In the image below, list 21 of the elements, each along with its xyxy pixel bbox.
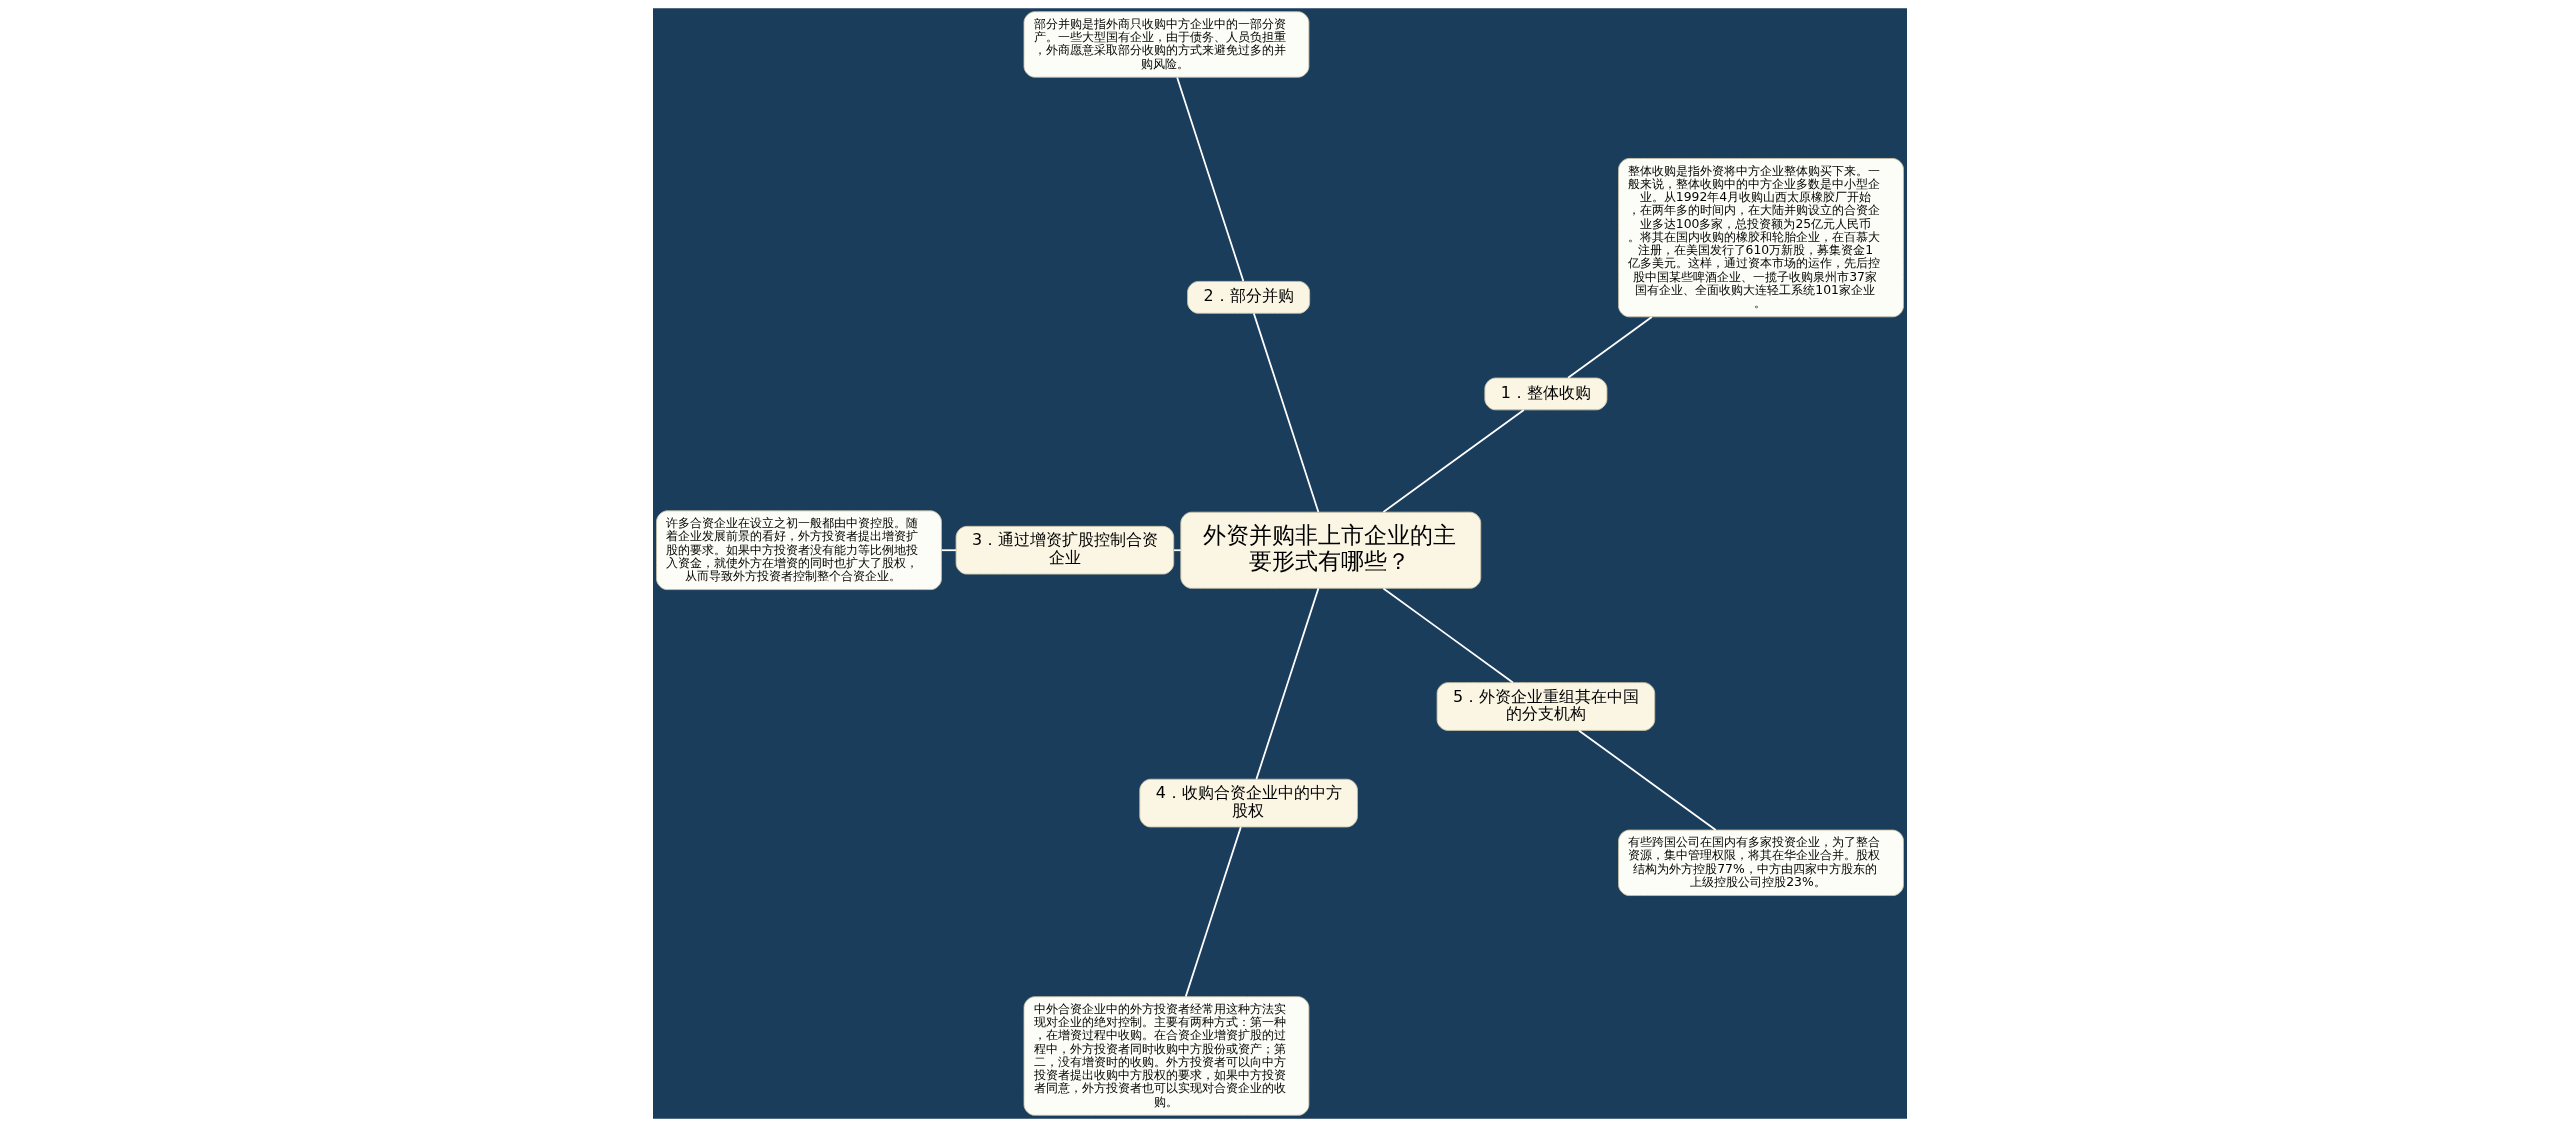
- connector: [1252, 312, 1320, 513]
- node-box: 有些跨国公司在国内有多家投资企业，为了整合资源，集中管理权限，将其在华企业合并。股权结构为外方控股77%，中方由四家中方股东的上级控股公司控股23%。: [1618, 829, 1904, 896]
- node-box: 5．外资企业重组其在中国的分支机构: [1436, 682, 1656, 731]
- node-box: 整体收购是指外资将中方企业整体购买下来。一般来说，整体收购中的中方企业多数是中小型企业。从1992年4月收购山西太原橡胶厂开始，在两年多的时间内，在大陆并购设立的合资企业多达100多家，总投资额为25亿元人民币。将其在国内收购的橡胶和轮胎企业，在百慕大注册，在美国发行了610万新股，募集资金1亿多美元。这样，通过资本市场的运作，先后控股中国某些啤酒企业、一揽子收购泉州市37家国有企业、全面收购大连轻工系统101家企业。: [1618, 158, 1904, 318]
- node-box: 外资并购非上市企业的主要形式有哪些？: [1180, 511, 1482, 589]
- connector: [1577, 729, 1717, 831]
- connector: [1176, 76, 1245, 283]
- node-box: 3．通过增资扩股控制合资企业: [955, 525, 1175, 575]
- connector: [1382, 409, 1525, 513]
- connector: [1382, 587, 1514, 684]
- node-box: 2．部分并购: [1187, 281, 1311, 314]
- node-box: 4．收购合资企业中的中方股权: [1139, 778, 1358, 828]
- node-box: 1．整体收购: [1484, 377, 1608, 411]
- connector: [940, 549, 957, 552]
- connector: [1255, 587, 1320, 781]
- node-box: 中外合资企业中的外方投资者经常用这种方法实现对企业的绝对控制。主要有两种方式：第一种，在增资过程中收购。在合资企业增资扩股的过程中，外方投资者同时收购中方股份或资产；第二，没有增资时的收购。外方投资者可以向中方投资者提出收购中方股权的要求，如果中方投资者同意，外方投资者也可以实现对合资企业的收购。: [1023, 996, 1310, 1116]
- node-box: 部分并购是指外商只收购中方企业中的一部分资产。一些大型国有企业，由于债务、人员负担重，外商愿意采取部分收购的方式来避免过多的并购风险。: [1023, 11, 1310, 78]
- connector: [1173, 549, 1182, 552]
- connector: [1184, 826, 1242, 998]
- node-box: 许多合资企业在设立之初一般都由中资控股。随着企业发展前景的看好，外方投资者提出增资扩股的要求。如果中方投资者没有能力等比例地投入资金，就使外方在增资的同时也扩大了股权，从而导致外方投资者控制整个合资企业。: [656, 510, 942, 591]
- connector: [1567, 316, 1653, 379]
